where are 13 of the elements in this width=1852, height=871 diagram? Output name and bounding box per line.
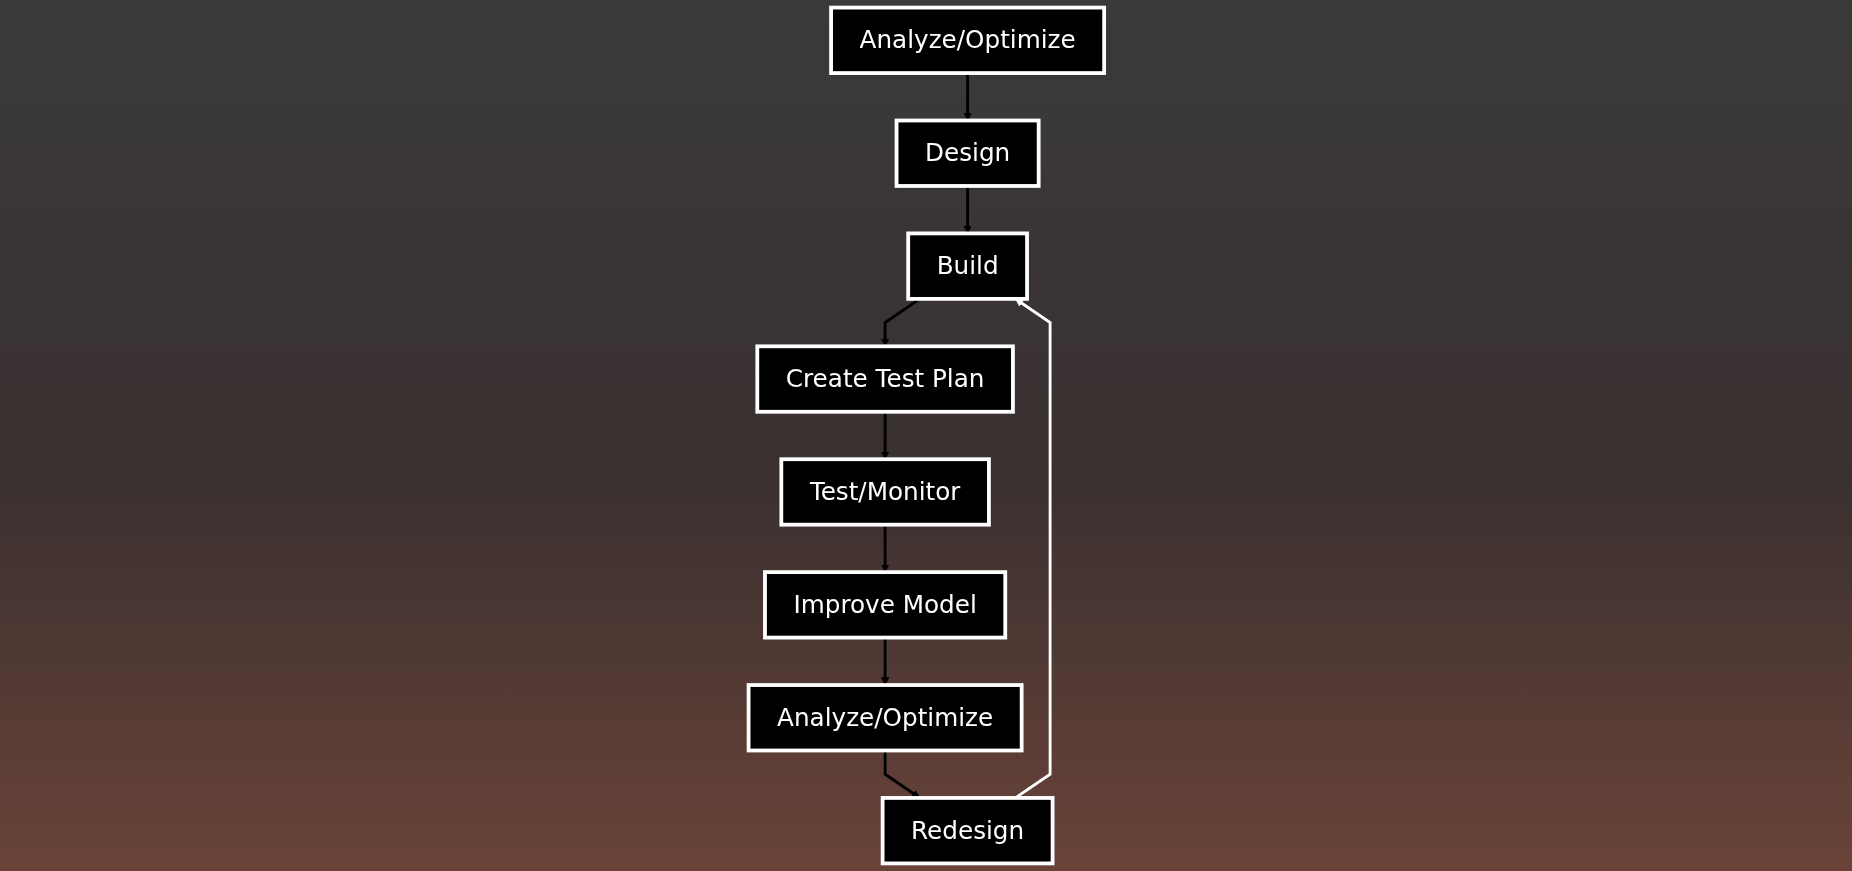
node-box: Test/Monitor bbox=[779, 457, 991, 527]
node-box: Create Test Plan bbox=[755, 344, 1015, 414]
arrow bbox=[880, 637, 889, 686]
arrow bbox=[880, 524, 889, 573]
arrow bbox=[963, 185, 972, 234]
node-box: Analyze/Optimize bbox=[828, 5, 1106, 75]
node-box: Redesign bbox=[880, 796, 1055, 866]
node-box: Improve Model bbox=[762, 570, 1007, 640]
node-box: Design bbox=[894, 118, 1041, 188]
node-box: Analyze/Optimize bbox=[746, 683, 1024, 753]
node-box: Build bbox=[905, 231, 1029, 301]
arrow bbox=[963, 73, 972, 121]
arrow bbox=[880, 411, 889, 460]
